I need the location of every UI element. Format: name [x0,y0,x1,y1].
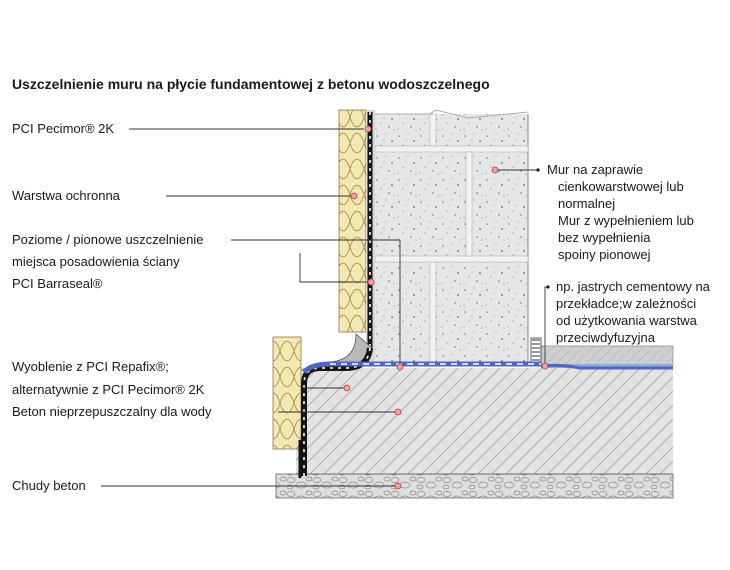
label-concrete: Beton nieprzepuszczalny dla wody [12,404,212,419]
insulation-wall [338,109,367,333]
mortar-joint [429,113,437,147]
label-protective-layer: Warstwa ochronna [12,188,120,203]
label-wall-line4: Mur z wypełnieniem lub [558,213,694,228]
diagram-title: Uszczelnienie muru na płycie fundamentow… [12,76,490,92]
label-seal-line2: miejsca posadowienia ściany [12,254,180,269]
label-cove-line2: alternatywnie z PCI Pecimor® 2K [12,382,205,397]
horizontal-seal [302,361,541,374]
label-wall-line6: spoiny pionowej [558,247,651,262]
label-lean-concrete: Chudy beton [12,478,86,493]
label-seal-line3: PCI Barraseal® [12,276,103,291]
concrete-slab [296,368,673,474]
label-screed-line2: przekładce;w zależności [556,296,697,311]
label-pecimor: PCI Pecimor® 2K [12,121,115,136]
diffusion-barrier [541,364,673,368]
mortar-joint [374,145,529,153]
label-cove-line1: Wyoblenie z PCI Repafix®; [12,359,169,374]
label-screed-line3: od użytkowania warstwa [556,313,697,328]
label-wall-line5: bez wypełnienia [558,230,651,245]
mortar-joint [429,261,437,367]
insulation-slab-edge [272,336,302,450]
mortar-joint [465,151,473,257]
screed-layer [540,345,674,367]
label-wall-line3: normalnej [558,196,616,211]
markers [343,125,549,490]
label-seal-line1: Poziome / pionowe uszczelnienie [12,232,204,247]
label-wall-line2: cienkowarstwowej lub [558,179,684,194]
label-screed-line4: przeciwdyfuzyjna [556,330,655,345]
label-screed-line1: np. jastrych cementowy na [556,279,710,294]
leader-lines [101,128,548,487]
masonry-wall [375,114,528,366]
mortar-joint [374,255,529,263]
label-wall-line1: Mur na zaprawie [547,162,644,177]
